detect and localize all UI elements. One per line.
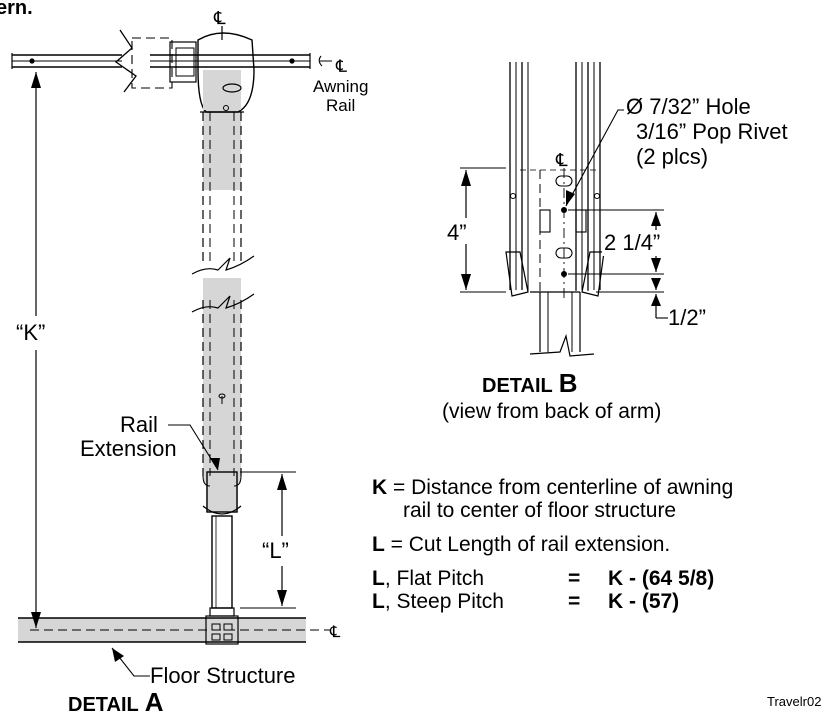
legend-k-text-line2: rail to center of floor structure xyxy=(403,499,677,522)
legend-k-symbol: K xyxy=(372,476,388,499)
header-fragment: ern. xyxy=(0,0,33,19)
rail-extension-arrow-icon xyxy=(210,458,220,470)
arm-break-upper xyxy=(191,255,255,275)
legend-l-row: L = Cut Length of rail extension. xyxy=(372,533,838,556)
dim-1-2-inch: 1/2” xyxy=(596,278,706,330)
detail-b-extension xyxy=(505,169,605,357)
detail-a-title-letter: A xyxy=(145,687,164,715)
detail-b-title: DETAIL B xyxy=(482,368,578,398)
legend-k-row-cont: rail to center of floor structure xyxy=(372,499,838,522)
awning-rail-label-line1: Awning xyxy=(313,77,368,96)
legend-eq1-name: , Flat Pitch xyxy=(384,567,485,590)
l-label: “L” xyxy=(262,538,289,563)
dim-2-1-4-inch: 2 1/4” xyxy=(568,209,700,275)
hole-label-line2: 3/16” Pop Rivet xyxy=(636,119,788,144)
dim-4-label: 4” xyxy=(447,220,467,245)
awning-rail-centerline-marker: ℄ xyxy=(318,55,347,76)
detail-b-centerline-symbol: ℄ xyxy=(555,150,568,170)
hole-callout-arrow-icon xyxy=(566,190,575,206)
legend-l-symbol: L xyxy=(372,533,385,556)
detail-a-title-word: DETAIL xyxy=(68,694,139,715)
awning-rail-label-line2: Rail xyxy=(326,96,355,115)
legend-l-text: = Cut Length of rail extension. xyxy=(384,533,671,556)
rail-rivet-right-icon xyxy=(289,58,295,64)
legend-eq2-equals: = xyxy=(568,590,581,613)
arm-tube-shading-lower xyxy=(203,278,241,483)
detail-b-drawing: ℄ 4” 2 1/4” xyxy=(442,62,788,423)
detail-b-title-word: DETAIL xyxy=(482,375,553,397)
awning-rail-centerline-symbol: ℄ xyxy=(335,57,347,76)
rail-extension-label-line2: Extension xyxy=(80,436,177,461)
awning-rail-bracket xyxy=(131,32,255,113)
hole-label-line1: Ø 7/32” Hole xyxy=(626,94,751,119)
detail-b-title-letter: B xyxy=(559,368,578,398)
detail-a-drawing: ern. ℄ xyxy=(0,0,368,715)
k-label: “K” xyxy=(16,320,45,345)
l-dimension: “L” xyxy=(240,471,304,609)
floor-structure-label: Floor Structure xyxy=(150,663,296,688)
detail-a-title: DETAIL A xyxy=(68,687,164,715)
legend-eq2-symbol: L xyxy=(372,590,385,613)
legend-k-text-line1: = Distance from centerline of awning xyxy=(387,476,734,499)
rail-rivet-left-icon xyxy=(29,58,35,64)
top-centerline-symbol: ℄ xyxy=(213,8,226,28)
legend-eq1-symbol: L xyxy=(372,567,385,590)
k-dimension: “K” xyxy=(14,72,62,628)
dim-2-1-4-label: 2 1/4” xyxy=(604,230,660,255)
legend-eq2-name: , Steep Pitch xyxy=(384,590,504,613)
hole-callout: Ø 7/32” Hole 3/16” Pop Rivet (2 plcs) xyxy=(565,94,788,207)
legend-eq1-equals: = xyxy=(568,567,581,590)
arm-break-lower xyxy=(191,293,255,313)
hole-label-line3: (2 plcs) xyxy=(636,144,708,169)
legend-eq1-row: L, Flat Pitch = K - (64 5/8) xyxy=(372,567,838,590)
rail-extension-shading xyxy=(206,472,238,512)
legend-eq2-value: K - (57) xyxy=(608,590,680,613)
legend-eq2-row: L, Steep Pitch = K - (57) xyxy=(372,590,838,613)
legend-k-row: K = Distance from centerline of awning xyxy=(372,476,838,499)
rail-extension xyxy=(202,471,242,617)
floor-structure: ℄ xyxy=(18,615,341,645)
detail-b-subtitle: (view from back of arm) xyxy=(442,400,661,423)
floor-centerline-symbol: ℄ xyxy=(329,624,341,641)
floor-structure-arrow-icon xyxy=(112,648,124,662)
legend: K = Distance from centerline of awning r… xyxy=(372,476,838,613)
detail-b-rails xyxy=(509,62,601,290)
legend-eq1-value: K - (64 5/8) xyxy=(608,567,715,590)
dim-1-2-label: 1/2” xyxy=(668,305,706,330)
rail-extension-label-line1: Rail xyxy=(120,412,158,437)
rail-extension-leader xyxy=(168,424,219,471)
dim-4-inch: 4” xyxy=(446,167,506,293)
figure-code: Travelr02 xyxy=(767,694,821,709)
rail-break-symbol xyxy=(114,29,137,93)
awning-rail xyxy=(11,29,311,93)
arm-tube xyxy=(191,112,255,476)
